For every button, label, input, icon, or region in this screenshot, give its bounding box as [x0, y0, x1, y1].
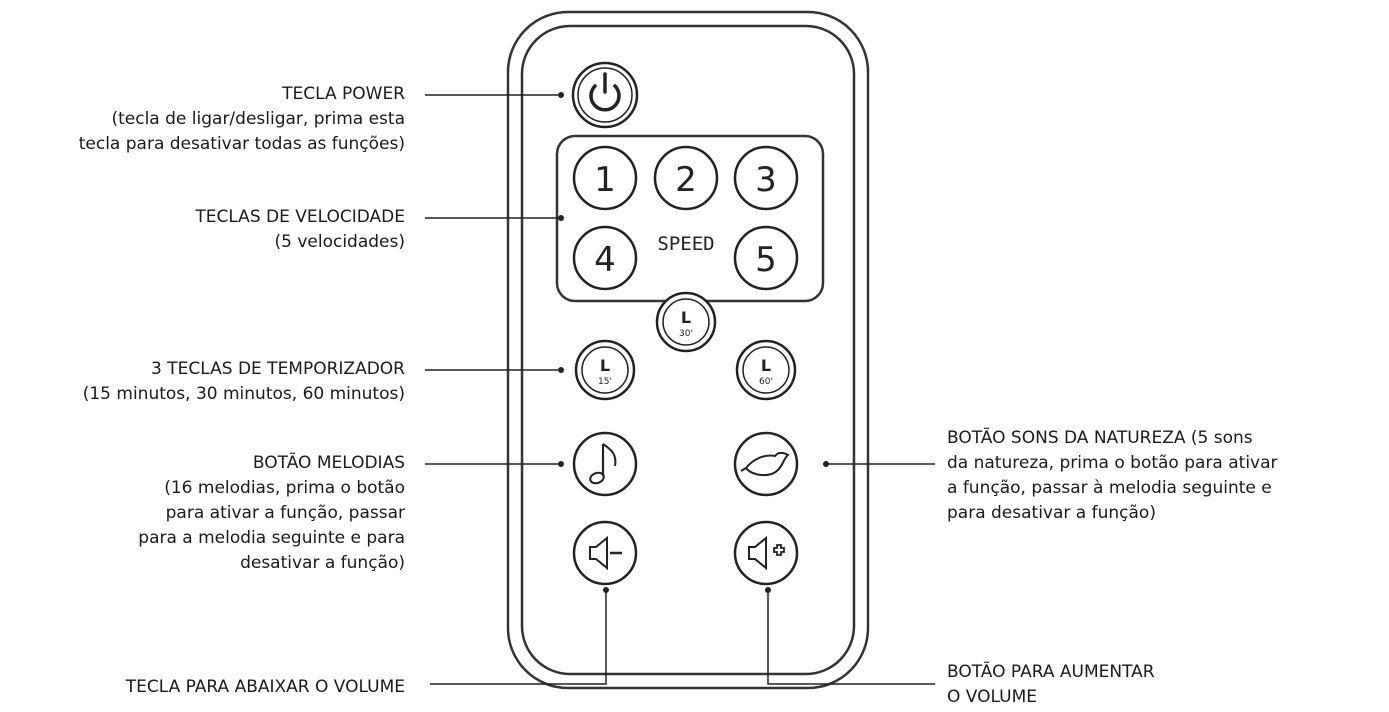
leader-nature — [823, 461, 935, 467]
speed-button-4[interactable]: 4 — [572, 225, 638, 291]
leader-speed — [425, 215, 564, 221]
speed-button-3[interactable]: 3 — [733, 145, 799, 211]
volume-down-icon — [589, 535, 622, 571]
leader-power — [425, 92, 564, 98]
timer-60-letter: L — [761, 356, 771, 375]
timer-15-value: 15' — [598, 377, 612, 387]
timer-30-value: 30' — [679, 329, 693, 339]
label-nature: BOTÃO SONS DA NATUREZA (5 sons da nature… — [947, 426, 1379, 526]
speed-button-5[interactable]: 5 — [733, 225, 799, 291]
label-speed-title: TECLAS DE VELOCIDADE — [195, 207, 405, 227]
label-melody-line-1: (16 melodias, prima o botão — [164, 478, 405, 498]
timer-15-letter: L — [600, 356, 610, 375]
melody-button[interactable] — [572, 431, 638, 497]
label-melody: BOTÃO MELODIAS (16 melodias, prima o bot… — [138, 451, 405, 576]
timer-30-letter: L — [681, 308, 691, 327]
label-melody-title: BOTÃO MELODIAS — [252, 453, 405, 473]
label-volume-down: TECLA PARA ABAIXAR O VOLUME — [126, 675, 405, 700]
remote-body-outer — [506, 10, 870, 690]
volume-up-button[interactable] — [733, 520, 799, 586]
label-volume-up-line-2: O VOLUME — [947, 687, 1037, 707]
speed-text: SPEED — [657, 233, 714, 255]
speed-button-4-label: 4 — [594, 240, 616, 280]
label-volume-up-line-1: BOTÃO PARA AUMENTAR — [947, 662, 1155, 682]
leader-volume-up — [765, 587, 935, 685]
leader-melody — [425, 461, 564, 467]
label-timer-line-1: (15 minutos, 30 minutos, 60 minutos) — [82, 384, 405, 404]
label-power: TECLA POWER (tecla de ligar/desligar, pr… — [79, 82, 405, 157]
label-power-line-1: (tecla de ligar/desligar, prima esta — [111, 109, 405, 129]
speed-button-2-label: 2 — [675, 160, 697, 200]
label-nature-line-2: da natureza, prima o botão para ativar — [947, 453, 1278, 473]
leader-timer — [425, 367, 564, 373]
volume-up-icon — [748, 535, 785, 571]
label-nature-line-4: para desativar a função) — [947, 503, 1156, 523]
leader-volume-down — [430, 587, 609, 685]
label-power-line-2: tecla para desativar todas as funções) — [78, 134, 405, 154]
timer-15-button[interactable]: L 15' — [574, 339, 636, 401]
remote-body-inner — [520, 24, 856, 676]
label-nature-line-3: a função, passar à melodia seguinte e — [947, 478, 1272, 498]
label-speed-line-1: (5 velocidades) — [274, 232, 405, 252]
speed-button-2[interactable]: 2 — [653, 145, 719, 211]
timer-60-button[interactable]: L 60' — [735, 339, 797, 401]
volume-down-button[interactable] — [572, 520, 638, 586]
timer-60-value: 60' — [759, 377, 773, 387]
label-timer-title: 3 TECLAS DE TEMPORIZADOR — [151, 359, 405, 379]
label-nature-line-1: BOTÃO SONS DA NATUREZA (5 sons — [947, 428, 1253, 448]
power-button[interactable] — [571, 61, 639, 129]
music-note-icon — [589, 443, 617, 485]
speed-button-1-label: 1 — [594, 160, 616, 200]
nature-sounds-button[interactable] — [733, 431, 799, 497]
label-speed: TECLAS DE VELOCIDADE (5 velocidades) — [195, 205, 405, 255]
label-volume-down-title: TECLA PARA ABAIXAR O VOLUME — [125, 677, 405, 697]
bird-icon — [740, 451, 790, 476]
power-icon — [589, 72, 621, 112]
label-volume-up: BOTÃO PARA AUMENTAR O VOLUME — [947, 660, 1155, 710]
speed-button-1[interactable]: 1 — [572, 145, 638, 211]
speed-button-3-label: 3 — [755, 160, 777, 200]
label-melody-line-4: desativar a função) — [240, 553, 405, 573]
speed-button-5-label: 5 — [755, 240, 777, 280]
label-timer: 3 TECLAS DE TEMPORIZADOR (15 minutos, 30… — [83, 357, 405, 407]
timer-30-button[interactable]: L 30' — [655, 291, 717, 353]
label-power-title: TECLA POWER — [282, 84, 405, 104]
label-melody-line-3: para a melodia seguinte e para — [138, 528, 405, 548]
label-melody-line-2: para ativar a função, passar — [165, 503, 405, 523]
